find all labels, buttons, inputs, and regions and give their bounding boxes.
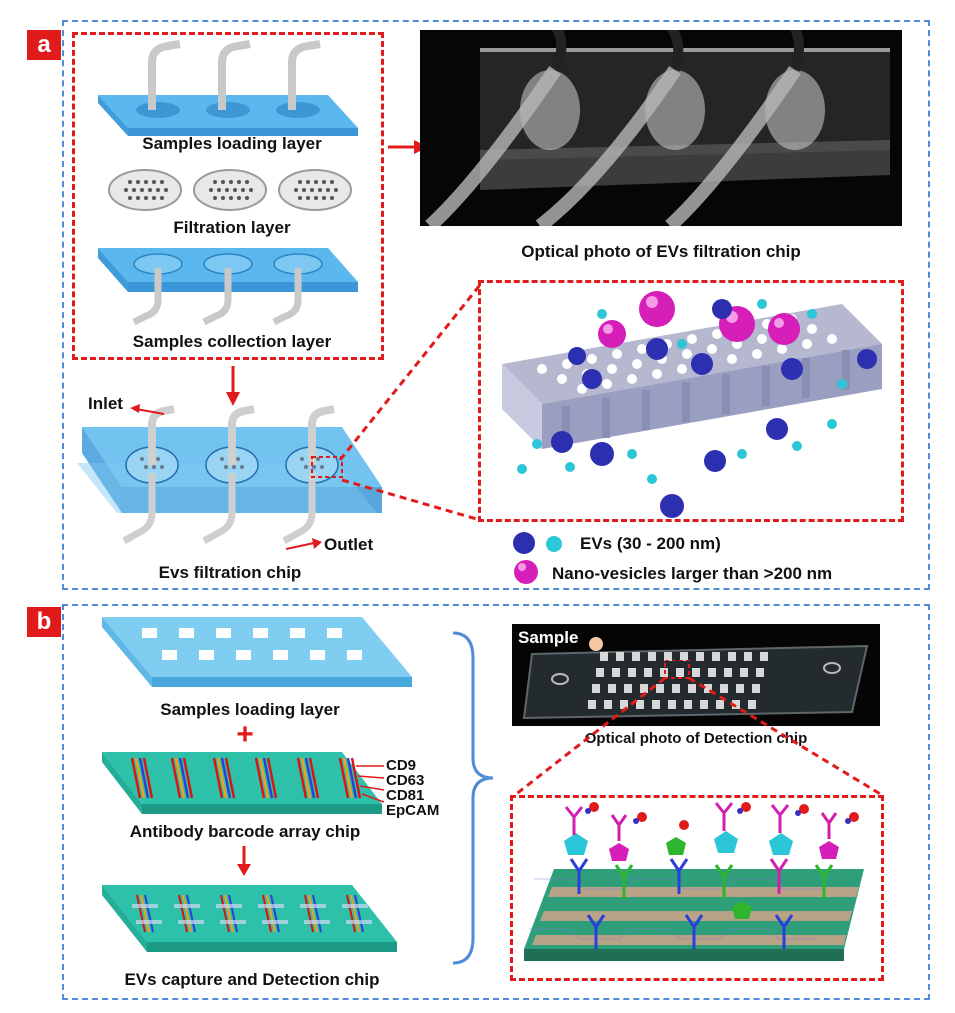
barcode-label-cd81: CD81 (386, 787, 425, 804)
filtration-chip-caption: Evs filtration chip (158, 563, 302, 582)
legend-evs-icon (513, 532, 562, 554)
samples-loading-layer-label: Samples loading layer (142, 134, 322, 153)
panel-b-tag: b (27, 607, 61, 637)
detection-zoom-box (510, 795, 884, 981)
outlet-label: Outlet (324, 535, 374, 554)
inlet-arrow-icon (130, 404, 165, 415)
panel-a-frame (62, 20, 930, 590)
filtration-layer-illustration (108, 169, 352, 211)
barcode-label-cd63: CD63 (386, 772, 425, 789)
zoom-lines-b (514, 660, 883, 797)
panel-b-frame (62, 604, 930, 1000)
samples-collection-layer-label: Samples collection layer (132, 332, 332, 351)
detection-loading-layer-label: Samples loading layer (160, 700, 340, 719)
filtration-chip-photo (420, 30, 902, 226)
legend-nano-icon (514, 560, 538, 584)
legend-nano-label: Nano-vesicles larger than >200 nm (552, 564, 833, 583)
barcode-label-epcam: EpCAM (386, 802, 440, 819)
assembled-filtration-chip-illustration (77, 405, 382, 545)
filter-membrane-illustration (502, 291, 882, 518)
samples-loading-layer-illustration (98, 40, 358, 136)
legend-evs-label: EVs (30 - 200 nm) (580, 534, 721, 553)
outlet-arrow-icon (286, 538, 322, 550)
photo-sample-label: Sample (518, 628, 579, 647)
filtration-photo-caption: Optical photo of EVs filtration chip (521, 242, 801, 261)
capture-chip-label: EVs capture and Detection chip (124, 970, 380, 989)
antibody-capture-illustration (524, 802, 864, 961)
arrow-down-icon (226, 366, 240, 406)
filtration-layer-label: Filtration layer (173, 218, 291, 237)
detection-photo-caption: Optical photo of Detection chip (584, 730, 808, 747)
panel-a-tag: a (27, 30, 61, 60)
bracket-icon (452, 631, 494, 965)
plus-sign: + (236, 718, 254, 751)
zoom-lines (338, 284, 482, 522)
filter-zoom-box (478, 280, 904, 522)
capture-chip-illustration (102, 885, 397, 952)
detection-chip-photo (512, 624, 880, 726)
detection-loading-layer-illustration (102, 617, 412, 687)
inlet-label: Inlet (88, 394, 123, 413)
arrow-down-icon-b (237, 846, 251, 876)
layer-stack-box (72, 32, 384, 360)
samples-collection-layer-illustration (98, 248, 358, 326)
barcode-chip-illustration (102, 752, 385, 814)
barcode-label-cd9: CD9 (386, 757, 417, 774)
barcode-chip-label: Antibody barcode array chip (129, 822, 361, 841)
